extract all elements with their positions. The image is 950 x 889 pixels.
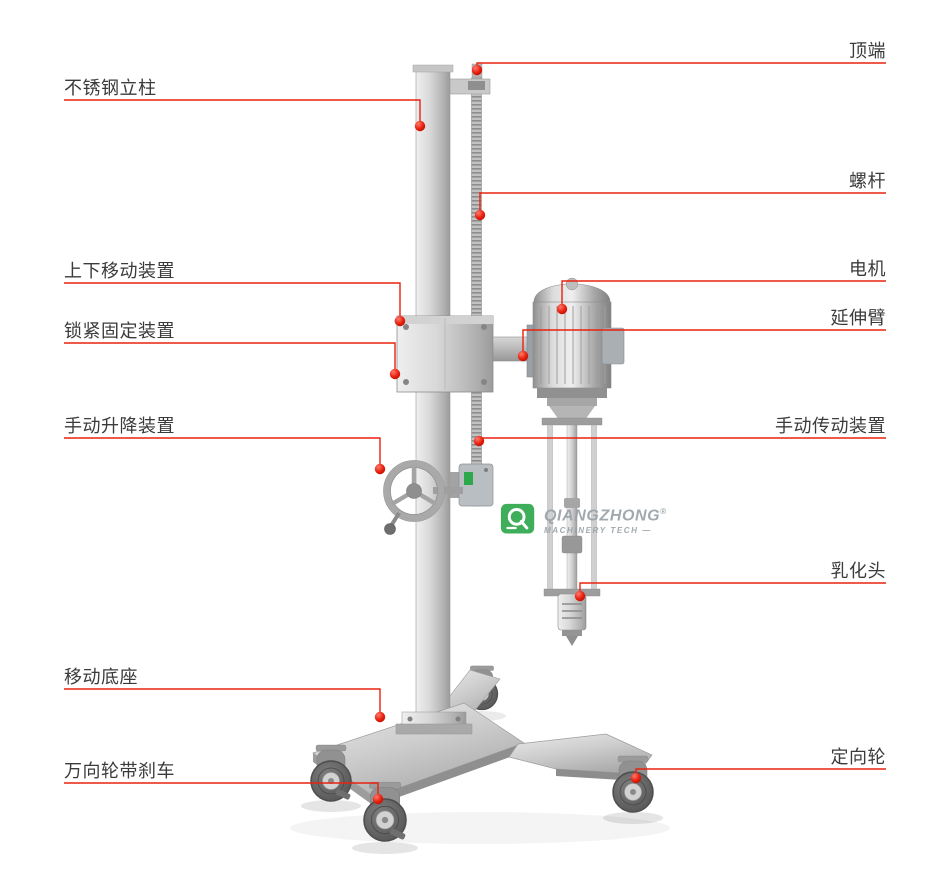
motor-top-cap — [565, 277, 579, 291]
label-motor: 电机 — [849, 259, 886, 279]
callout-dot-manual-lifting-device — [374, 463, 386, 475]
callout-line-top-end — [476, 62, 886, 66]
label-manual-lifting-device: 手动升降装置 — [64, 416, 175, 436]
machine-column-cap — [412, 64, 454, 73]
callout-line-stainless-column — [64, 99, 421, 122]
machine-column-foot — [395, 711, 473, 735]
motor-fins — [540, 306, 606, 384]
callout-dot-motor — [556, 303, 568, 315]
label-directional-wheel: 定向轮 — [830, 747, 886, 767]
machine-carriage — [391, 315, 494, 393]
machine-motor — [532, 277, 625, 420]
callout-dot-directional-wheel — [630, 772, 642, 784]
registered-mark: ® — [660, 507, 667, 516]
machine-emulsifier-shaft — [541, 417, 603, 597]
callout-line-emulsifying-head — [579, 582, 886, 592]
callout-line-universal-wheel — [64, 782, 379, 795]
motor-base — [537, 388, 607, 398]
callout-line-motor — [561, 280, 886, 305]
label-locking-device: 锁紧固定装置 — [64, 321, 175, 341]
label-extension-arm: 延伸臂 — [830, 308, 886, 328]
callout-line-extension-arm — [522, 329, 886, 352]
brand-tagline: MACHINERY TECH — — [544, 526, 652, 536]
label-vertical-moving-device: 上下移动装置 — [64, 261, 175, 281]
callout-dot-mobile-base — [374, 711, 386, 723]
machine-handwheel — [383, 460, 463, 535]
callout-dot-stainless-column — [414, 120, 426, 132]
brand-name: QIANGZHONG® — [544, 507, 667, 525]
callout-dot-extension-arm — [517, 350, 529, 362]
callout-dot-emulsifying-head — [574, 590, 586, 602]
callout-dots — [372, 64, 642, 805]
label-emulsifying-head: 乳化头 — [830, 561, 886, 581]
label-top-end: 顶端 — [849, 41, 886, 61]
callout-line-mobile-base — [64, 688, 381, 713]
callout-line-directional-wheel — [635, 768, 886, 774]
callout-line-vertical-moving-device — [64, 282, 401, 317]
brand-logo: QIANGZHONG® MACHINERY TECH — — [500, 503, 667, 537]
gearbox-green-label — [464, 472, 473, 485]
caster-front — [363, 781, 407, 842]
label-universal-wheel-brake: 万向轮带刹车 — [64, 761, 175, 781]
callout-line-screw-rod — [479, 192, 886, 211]
brake-pedal — [389, 828, 406, 840]
callout-dot-screw-rod — [474, 209, 486, 221]
machine-gearbox — [450, 463, 494, 507]
label-stainless-column: 不锈钢立柱 — [64, 78, 157, 98]
machine-base — [312, 702, 653, 806]
machine-column — [415, 69, 451, 733]
screw-top-nut — [468, 81, 485, 90]
callout-dot-top-end — [471, 64, 483, 76]
handwheel-hub — [406, 483, 422, 499]
callout-dot-locking-device — [389, 368, 401, 380]
motor-terminal-box — [601, 327, 625, 365]
callout-dot-manual-transmission — [473, 435, 485, 447]
machine-emulsifying-head — [557, 593, 587, 646]
crank-knob — [384, 523, 396, 535]
callout-lines — [64, 62, 886, 795]
callout-dot-vertical-moving-device — [394, 315, 406, 327]
label-manual-transmission: 手动传动装置 — [775, 416, 886, 436]
brand-logo-text: QIANGZHONG® MACHINERY TECH — — [544, 503, 667, 536]
callout-dot-universal-wheel — [372, 793, 384, 805]
shaft-coupling — [561, 535, 583, 554]
brand-logo-icon — [500, 503, 537, 537]
callout-line-locking-device — [64, 342, 396, 370]
label-mobile-base: 移动底座 — [64, 667, 138, 687]
callout-line-manual-lifting-device — [64, 437, 381, 465]
brake-pedal — [335, 789, 351, 800]
label-screw-rod: 螺杆 — [849, 171, 886, 191]
